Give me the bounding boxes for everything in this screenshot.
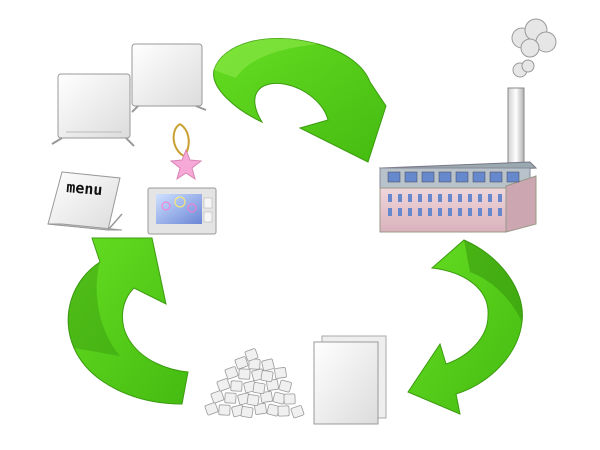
- factory-lower-window: [488, 194, 492, 202]
- factory-upper-window: [438, 171, 452, 183]
- factory-windows: [387, 171, 520, 216]
- pellet: [224, 392, 237, 404]
- factory-upper-window: [387, 171, 401, 183]
- pellet: [252, 382, 266, 395]
- factory-upper-window: [421, 171, 435, 183]
- factory-upper-window: [506, 171, 520, 183]
- factory-lower-window: [388, 208, 392, 216]
- pellet: [224, 366, 239, 380]
- factory-lower-window: [428, 194, 432, 202]
- pellet: [204, 402, 219, 416]
- factory-lower-window: [408, 208, 412, 216]
- pellet-pile-icon: [204, 348, 305, 419]
- factory-lower-window: [418, 194, 422, 202]
- factory-lower-window: [458, 194, 462, 202]
- partition-panel-icon: [131, 43, 207, 113]
- pellet: [234, 356, 249, 370]
- factory-lower-window: [388, 194, 392, 202]
- pellet: [260, 391, 273, 403]
- factory-lower-window: [478, 208, 482, 216]
- pellet: [260, 370, 274, 383]
- pellet: [254, 403, 267, 415]
- factory-group: [378, 18, 557, 233]
- menu-stand-icon: menu: [47, 171, 123, 231]
- pellet: [261, 358, 275, 372]
- cycle-arrow-right: [407, 239, 523, 415]
- factory-lower-window: [448, 208, 452, 216]
- factory-lower-window: [428, 208, 432, 216]
- partition-panel-icon: [51, 73, 135, 147]
- pellet: [278, 379, 292, 393]
- star-charm-icon: [169, 123, 203, 181]
- pellet: [240, 406, 254, 419]
- pellet: [244, 348, 259, 362]
- pellet: [218, 404, 231, 416]
- factory-lower-window: [478, 194, 482, 202]
- pellet: [283, 393, 296, 405]
- pellet: [210, 390, 225, 404]
- factory-lower-window: [498, 194, 502, 202]
- smoke-icon: [511, 18, 557, 78]
- sheet-stack-icon: [313, 335, 387, 425]
- pellet: [246, 394, 260, 407]
- factory-lower-window: [468, 194, 472, 202]
- pellet: [216, 378, 231, 392]
- menu-label: menu: [66, 178, 104, 199]
- products-group: menu: [47, 43, 217, 235]
- pellet: [238, 368, 251, 380]
- pellet: [230, 380, 243, 392]
- factory-upper-window: [404, 171, 418, 183]
- factory-lower-window: [398, 208, 402, 216]
- pellet: [274, 367, 287, 379]
- factory-icon: [378, 161, 538, 233]
- photo-frame-icon: [147, 187, 217, 235]
- factory-lower-window: [458, 208, 462, 216]
- factory-lower-window: [438, 208, 442, 216]
- pellet: [277, 405, 290, 417]
- factory-lower-window: [408, 194, 412, 202]
- factory-lower-window: [398, 194, 402, 202]
- factory-lower-window: [468, 208, 472, 216]
- factory-lower-window: [488, 208, 492, 216]
- pellet: [290, 405, 305, 419]
- materials-group: [204, 335, 387, 425]
- smokestack-icon: [507, 87, 525, 171]
- factory-upper-window: [455, 171, 469, 183]
- factory-upper-window: [489, 171, 503, 183]
- cycle-arrow-top: [213, 38, 387, 163]
- cycle-arrow-left: [67, 237, 189, 405]
- factory-upper-window: [472, 171, 486, 183]
- factory-lower-window: [438, 194, 442, 202]
- factory-lower-window: [498, 208, 502, 216]
- factory-lower-window: [418, 208, 422, 216]
- factory-lower-window: [448, 194, 452, 202]
